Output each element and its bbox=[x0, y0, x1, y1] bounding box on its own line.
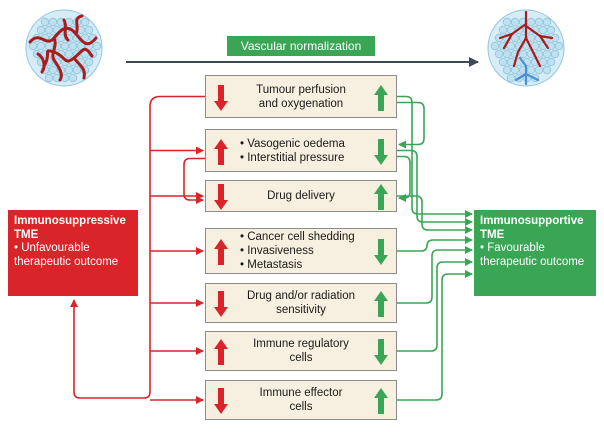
immunosuppressive-tme-panel: Immunosuppressive TME Unfavourable thera… bbox=[8, 210, 138, 296]
effect-box-drug-delivery: Drug delivery bbox=[205, 180, 397, 212]
right-up-arrow-icon bbox=[374, 184, 388, 210]
effect-line: Drug and/or radiation bbox=[246, 290, 356, 302]
effect-text: Vasogenic oedemaInterstitial pressure bbox=[236, 130, 366, 171]
effect-line: and oxygenation bbox=[258, 97, 344, 110]
right-up-arrow-icon bbox=[374, 84, 388, 111]
green-connector-arrow bbox=[397, 95, 473, 218]
immunosupportive-title-tme: TME bbox=[480, 228, 505, 241]
effect-box-immune-effector: Immune effector cells bbox=[205, 380, 397, 420]
effect-line: Tumour perfusion bbox=[256, 83, 346, 96]
effect-box-cancer-cell-shedding: Cancer cell sheddingInvasivenessMetastas… bbox=[205, 228, 397, 274]
effect-line: cells bbox=[289, 352, 313, 364]
effect-box-vasogenic-oedema: Vasogenic oedemaInterstitial pressure bbox=[205, 129, 397, 172]
right-down-arrow-icon bbox=[374, 339, 388, 365]
left-up-arrow-icon bbox=[214, 239, 228, 265]
red-return-arrow bbox=[70, 299, 151, 399]
effect-box-drug-and-or-radiation: Drug and/or radiation sensitivity bbox=[205, 283, 397, 323]
immunosuppressive-title: Immunosuppressive bbox=[14, 215, 126, 227]
effect-line: Vasogenic oedema bbox=[240, 137, 345, 151]
effect-text: Drug and/or radiation sensitivity bbox=[236, 284, 366, 322]
green-loop-arrow bbox=[397, 101, 425, 149]
left-down-arrow-icon bbox=[214, 291, 228, 317]
effect-line: Metastasis bbox=[240, 258, 302, 272]
green-connector-arrow bbox=[397, 236, 473, 252]
effect-line: Interstitial pressure bbox=[240, 151, 344, 165]
effect-line: Immune effector bbox=[259, 387, 343, 399]
immunosupportive-tme-panel: Immunosupportive TME Favourable therapeu… bbox=[474, 210, 596, 296]
effect-line: Invasiveness bbox=[240, 244, 313, 258]
green-loop-arrow bbox=[397, 155, 411, 202]
green-connector-arrow bbox=[397, 270, 473, 401]
immunosuppressive-title-tme: TME bbox=[14, 228, 39, 241]
green-connector-arrow bbox=[397, 258, 473, 352]
effect-text: Immune regulatory cells bbox=[236, 332, 366, 370]
red-loop-arrow bbox=[183, 157, 205, 204]
effect-box-immune-regulatory: Immune regulatory cells bbox=[205, 331, 397, 371]
left-down-arrow-icon bbox=[214, 184, 228, 210]
unfavourable-outcome-text: Unfavourable therapeutic outcome bbox=[14, 242, 132, 269]
vascular-normalization-label: Vascular normalization bbox=[227, 36, 375, 56]
right-up-arrow-icon bbox=[374, 388, 388, 414]
effect-text: Drug delivery bbox=[236, 181, 366, 211]
effect-line: cells bbox=[289, 401, 313, 413]
left-up-arrow-icon bbox=[214, 138, 228, 165]
right-down-arrow-icon bbox=[374, 138, 388, 165]
normalized-tumour-vasculature-image bbox=[487, 9, 565, 87]
effect-line: Cancer cell shedding bbox=[240, 230, 354, 244]
abnormal-tumour-vasculature-image bbox=[25, 9, 103, 87]
green-connector-arrow bbox=[397, 149, 473, 226]
left-down-arrow-icon bbox=[214, 84, 228, 111]
left-down-arrow-icon bbox=[214, 388, 228, 414]
effect-text: Immune effector cells bbox=[236, 381, 366, 419]
right-up-arrow-icon bbox=[374, 291, 388, 317]
favourable-outcome-text: Favourable therapeutic outcome bbox=[480, 242, 590, 269]
effect-line: Drug delivery bbox=[267, 190, 335, 202]
effect-text: Cancer cell sheddingInvasivenessMetastas… bbox=[236, 229, 366, 273]
effect-line: Immune regulatory bbox=[253, 338, 349, 350]
green-connector-arrow bbox=[397, 246, 473, 304]
right-down-arrow-icon bbox=[374, 239, 388, 265]
green-connector-arrow bbox=[397, 195, 473, 234]
immunosupportive-title: Immunosupportive bbox=[480, 215, 584, 227]
left-up-arrow-icon bbox=[214, 339, 228, 365]
red-trunk-line bbox=[149, 95, 205, 392]
effect-line: sensitivity bbox=[276, 304, 326, 316]
